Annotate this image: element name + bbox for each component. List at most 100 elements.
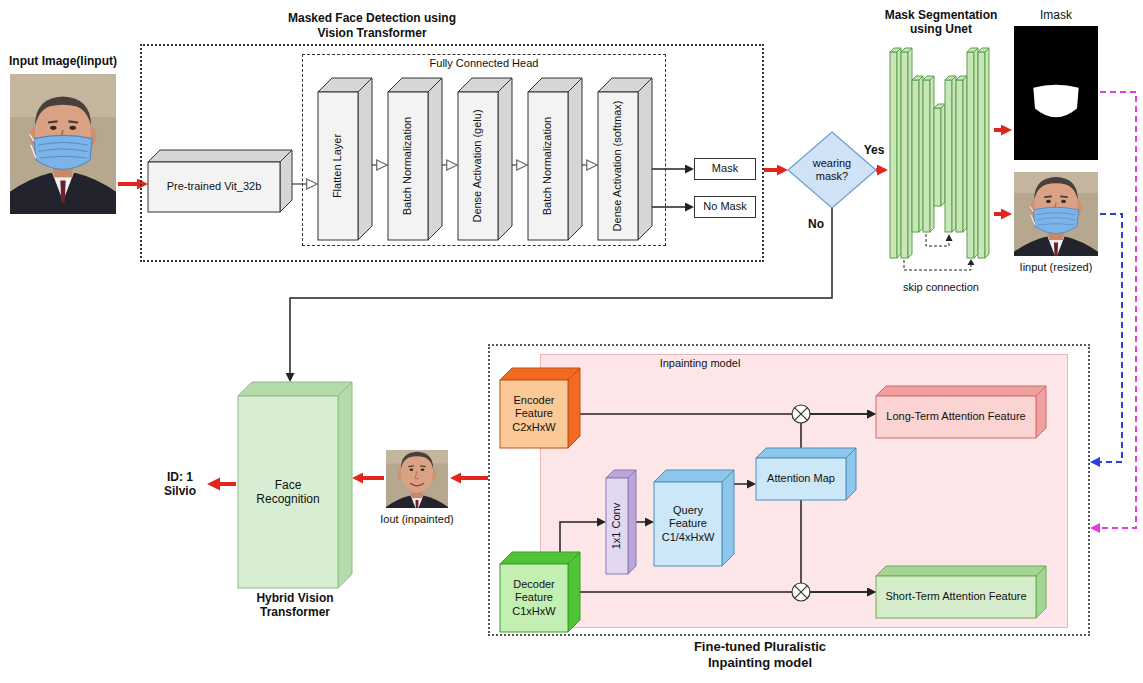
block-front-face	[500, 380, 568, 448]
connector-arrow	[582, 164, 594, 166]
inpainted-photo	[386, 439, 448, 520]
text-cell: Imask	[1012, 8, 1100, 22]
connector-arrow	[801, 500, 873, 592]
text-cell: Short-Term Attention Feature	[880, 580, 1032, 614]
block-top-face	[238, 382, 352, 396]
block-side-face	[1036, 386, 1046, 438]
block-front-face	[500, 564, 568, 632]
connector-arrow	[652, 168, 691, 170]
text-cell: Batch Normalization	[541, 97, 554, 235]
text-cell: Attention Map	[760, 462, 842, 496]
text-cell: Iinput (resized)	[1012, 261, 1100, 274]
node-text: Face Recognition	[242, 478, 334, 507]
block-front-face	[876, 396, 1036, 438]
text-cell: Mask	[695, 159, 755, 179]
block-front-face	[528, 92, 568, 240]
node-text: Masked Face Detection using Vision Trans…	[287, 11, 457, 40]
block-side-face	[1036, 566, 1046, 618]
text-cell: Fully Connected Head	[384, 57, 584, 70]
identity-label-cell: ID: 1 Silvio	[155, 470, 205, 499]
node-text: Encoder Feature C2xHxW	[504, 394, 564, 434]
node-text: wearing mask?	[806, 157, 859, 183]
block-top-face	[500, 368, 580, 380]
layer-block: Dense Activation (softmax)	[598, 78, 652, 240]
input-photo	[9, 74, 117, 214]
connector-arrow	[764, 168, 783, 172]
layer-block: Batch Normalization	[528, 78, 582, 240]
inpainting-model: 1x1 Conv Query Feature C1/4xHxW Attention …	[540, 354, 1068, 628]
connector-arrow	[455, 476, 488, 480]
connector-arrow	[442, 164, 454, 166]
node-text: Mask	[712, 162, 738, 175]
text-cell: Dense Activation (gelu)	[471, 97, 484, 235]
text-cell: Input Image(Iinput)	[8, 54, 118, 68]
illustrations	[9, 26, 1098, 628]
node-text: No Mask	[703, 200, 746, 213]
layer-block: Flatten Layer	[318, 78, 372, 240]
connector-arrow	[357, 476, 384, 480]
connector-arrow	[512, 164, 524, 166]
multiply-symbol	[792, 405, 810, 423]
node-text: Input Image(Iinput)	[8, 54, 118, 68]
text-cell: Iout (inpainted)	[375, 513, 459, 526]
text-cell: 1x1 Conv	[610, 483, 623, 569]
resized-image: Iinput (resized)	[1012, 170, 1100, 258]
block-side-face	[568, 552, 580, 632]
connector-arrow	[1093, 214, 1122, 462]
block-top-face	[500, 552, 580, 564]
node-text: Short-Term Attention Feature	[885, 590, 1026, 603]
block-side-face	[338, 382, 352, 588]
node-text: Flatten Layer	[331, 97, 344, 235]
head-group: Flatten Layer Batch Normalization Dense Ac…	[302, 54, 666, 246]
block-front-face	[388, 92, 428, 240]
block-outline	[388, 78, 442, 240]
text-cell: No Mask	[695, 197, 755, 217]
binary-mask-image	[1014, 26, 1098, 160]
block-top-face	[654, 470, 734, 482]
decoder-feature: Decoder Feature C1xHxW	[500, 552, 580, 632]
encoder-feature: Encoder Feature C2xHxW	[500, 368, 580, 448]
node-text: Dense Activation (gelu)	[471, 97, 484, 235]
block-side-face	[628, 470, 636, 574]
node-text: Query Feature C1/4xHxW	[657, 504, 719, 544]
connector-arrow	[636, 521, 651, 523]
connector-arrow	[734, 483, 753, 485]
text-cell: Mask Segmentation using Unet	[871, 8, 1011, 37]
class-box: No Mask	[694, 196, 756, 218]
connector-arrow	[560, 522, 603, 552]
mask-image: Imask	[1012, 6, 1100, 162]
block-front-face	[876, 576, 1036, 618]
block-outline	[598, 78, 652, 240]
conv-block: 1x1 Conv	[606, 470, 636, 574]
block-side-face	[428, 78, 442, 240]
connector-arrow	[652, 206, 691, 208]
block-front-face	[756, 458, 846, 500]
text-cell: wearing mask?	[806, 149, 859, 192]
connector-arrow	[1093, 92, 1136, 528]
inpainting-stage: 1x1 Conv Query Feature C1/4xHxW Attention …	[488, 344, 1090, 636]
node-text: Batch Normalization	[541, 97, 554, 235]
node-text: Attention Map	[767, 472, 835, 485]
block-outline	[458, 78, 512, 240]
node-text: Fully Connected Head	[384, 57, 584, 70]
node-text: Iinput (resized)	[1012, 261, 1100, 274]
node-text: Imask	[1012, 8, 1100, 22]
text-cell: Decoder Feature C1xHxW	[504, 568, 564, 628]
identity-label: ID: 1 Silvio	[155, 470, 205, 499]
detection-stage: Pre-trained Vit_32bFlatten LayerBatch No…	[140, 44, 764, 262]
input-image: Input Image(Iinput)	[8, 72, 118, 216]
text-cell: Fine-tuned Pluralistic Inpainting model	[665, 639, 855, 670]
resized-photo	[1014, 159, 1098, 268]
block-top-face	[876, 386, 1046, 396]
attention-map: Attention Map	[756, 448, 856, 500]
block-outline	[528, 78, 582, 240]
text-cell: Query Feature C1/4xHxW	[657, 485, 719, 563]
edge-label-cell: Yes	[863, 143, 886, 157]
block-front-face	[148, 162, 280, 212]
connectors	[118, 92, 1136, 592]
mask-region	[1033, 85, 1078, 117]
node-text: Mask Segmentation using Unet	[871, 8, 1011, 37]
node-text: Inpainting model	[630, 357, 770, 370]
block-side-face	[638, 78, 652, 240]
node-text: 1x1 Conv	[610, 483, 623, 569]
